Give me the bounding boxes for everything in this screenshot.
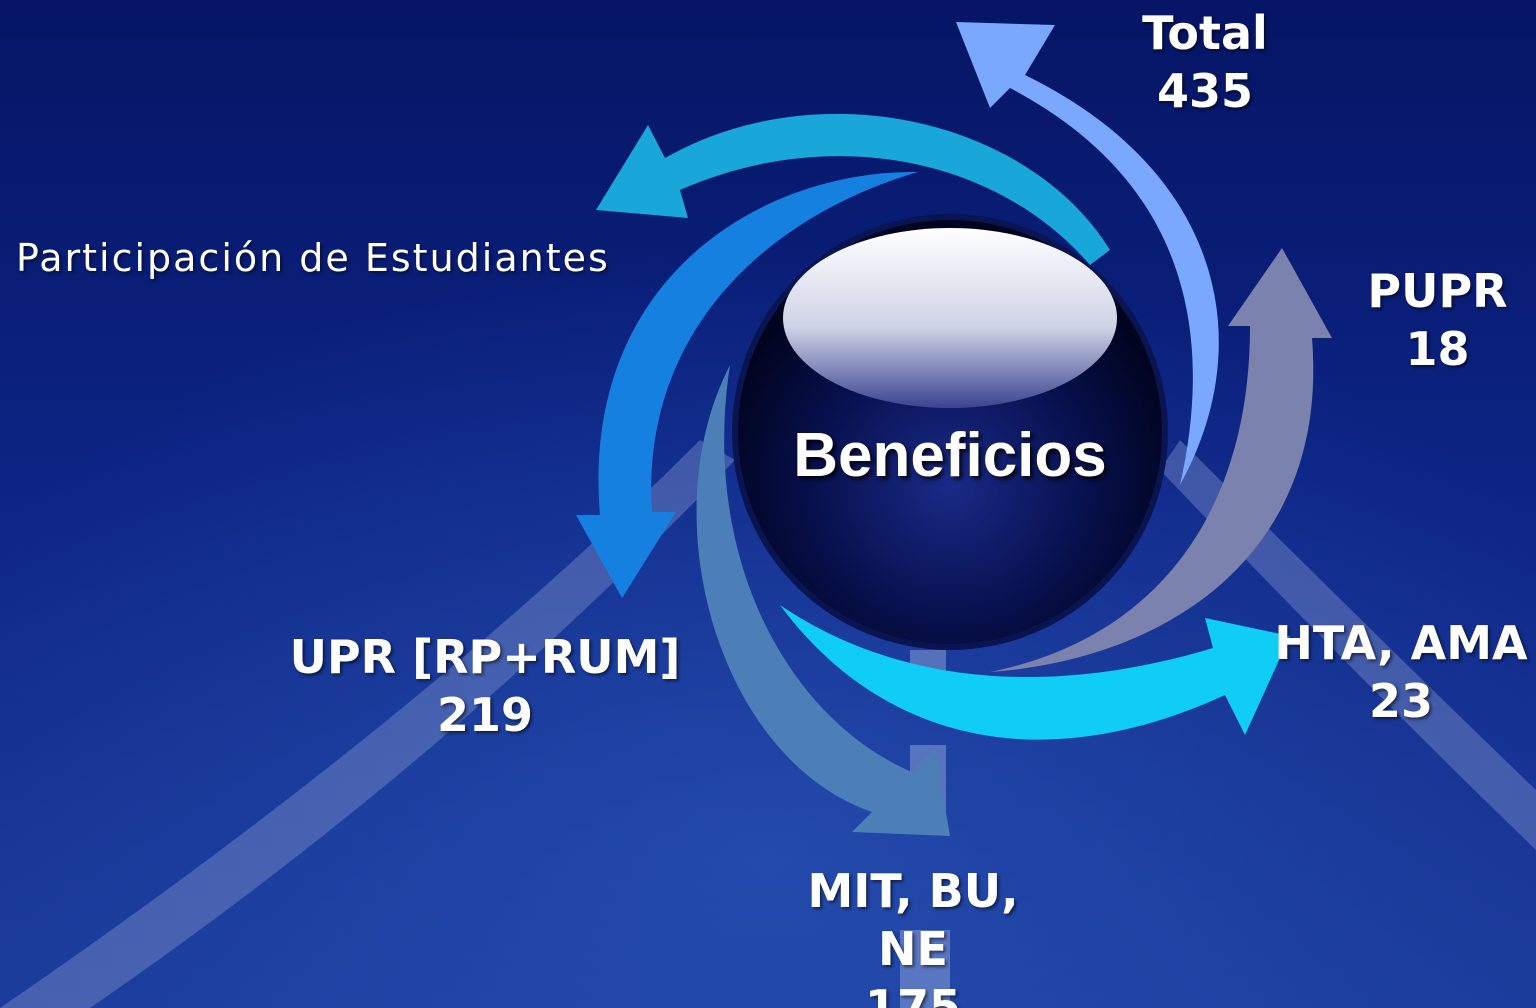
node-total-name: Total xyxy=(1142,6,1268,60)
arrow-pupr xyxy=(990,248,1332,672)
node-pupr: PUPR 18 xyxy=(1345,262,1530,378)
node-upr-name: UPR [RP+RUM] xyxy=(289,630,681,684)
node-upr-value: 219 xyxy=(436,688,534,742)
arrow-mit xyxy=(696,365,950,836)
node-pupr-name: PUPR xyxy=(1367,264,1508,318)
node-total: Total 435 xyxy=(1105,4,1305,120)
node-mit-bu-ne: MIT, BU, NE 175 xyxy=(780,862,1046,1008)
node-mit-bu-ne-name-2: NE xyxy=(878,922,948,976)
center-label: Beneficios xyxy=(793,421,1107,490)
sphere-highlight xyxy=(783,228,1117,408)
arrow-top-left xyxy=(596,113,1110,265)
node-total-value: 435 xyxy=(1156,64,1254,118)
node-hta-ama: HTA, AMA 23 xyxy=(1266,614,1536,730)
node-hta-ama-name: HTA, AMA xyxy=(1274,616,1528,670)
node-hta-ama-value: 23 xyxy=(1368,674,1433,728)
node-mit-bu-ne-value: 175 xyxy=(864,980,962,1008)
arrow-hta-ama xyxy=(780,605,1290,740)
arrow-upr xyxy=(576,171,918,599)
node-mit-bu-ne-name: MIT, BU, xyxy=(807,864,1019,918)
arrow-total xyxy=(956,22,1219,485)
node-upr: UPR [RP+RUM] 219 xyxy=(270,628,700,744)
subtitle: Participación de Estudiantes xyxy=(16,236,610,280)
node-pupr-value: 18 xyxy=(1405,322,1470,376)
